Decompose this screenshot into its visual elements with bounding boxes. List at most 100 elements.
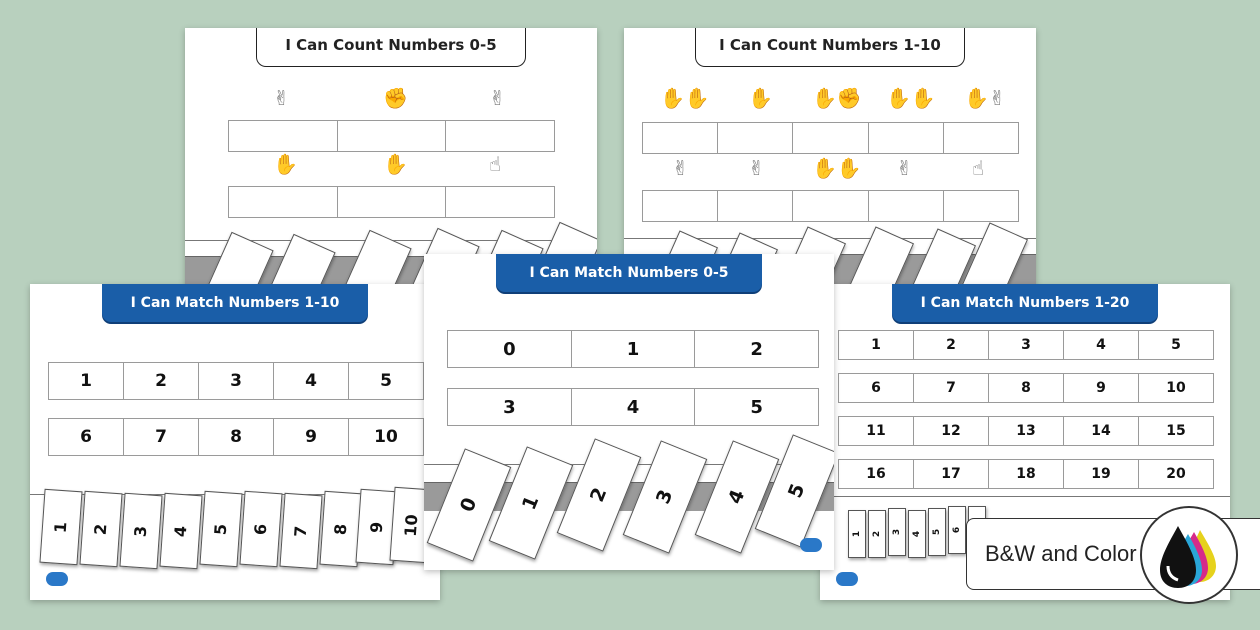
number-cell: 1: [49, 363, 124, 399]
answer-box: [229, 187, 338, 217]
number-cell: 2: [124, 363, 199, 399]
card-number: 0: [456, 494, 482, 516]
hand-icon: ✌: [273, 86, 290, 110]
number-cell: 19: [1064, 460, 1139, 488]
answer-box: [944, 123, 1018, 153]
number-cell: 4: [572, 389, 696, 425]
ink-drops-icon: [1140, 506, 1238, 604]
worksheet-title: I Can Match Numbers 1-10: [102, 284, 368, 322]
worksheet-match-1-10: I Can Match Numbers 1-10 1 2 3 4 5 6 7 8…: [30, 284, 440, 600]
hands-icon: ✋✋: [886, 86, 936, 110]
card-number: 8: [331, 522, 351, 536]
brand-logo: [836, 572, 858, 586]
hand-icon: ✌: [672, 156, 689, 180]
card-number: 9: [367, 520, 387, 534]
number-card: 4: [159, 492, 203, 570]
number-row: 6 7 8 9 10: [838, 373, 1214, 403]
number-card: 6: [948, 506, 966, 554]
number-cell: 2: [914, 331, 989, 359]
answer-row: [228, 120, 555, 152]
number-cell: 6: [839, 374, 914, 402]
number-card: 1: [848, 510, 866, 558]
number-cell: 8: [989, 374, 1064, 402]
number-cell: 5: [750, 396, 763, 418]
number-card: 1: [39, 488, 83, 566]
number-row: 16 17 18 19 20: [838, 459, 1214, 489]
worksheet-title: I Can Count Numbers 1-10: [695, 28, 965, 67]
hand-icon: ✋: [273, 152, 298, 176]
number-cell: 5: [380, 371, 392, 391]
number-cell: 17: [914, 460, 989, 488]
answer-box: [643, 191, 719, 221]
answer-box: [793, 191, 869, 221]
answer-row: [642, 122, 1019, 154]
card-number: 3: [652, 486, 678, 508]
hands-icon: ✋✋: [812, 156, 862, 180]
number-row: 0 1 2: [447, 330, 819, 368]
card-number: 2: [586, 484, 612, 506]
card-number: 5: [211, 522, 231, 536]
number-cell: 7: [124, 419, 199, 455]
card-number: 4: [724, 486, 750, 508]
number-cell: 13: [989, 417, 1064, 445]
answer-box: [338, 121, 447, 151]
number-cell: 10: [1166, 380, 1186, 396]
card-number: 3: [891, 528, 902, 536]
number-cell: 10: [374, 427, 398, 447]
number-cell: 2: [750, 338, 763, 360]
worksheet-title: I Can Match Numbers 1-20: [892, 284, 1158, 322]
answer-box: [869, 191, 944, 221]
card-number: 5: [931, 528, 942, 536]
answer-box: [869, 123, 944, 153]
answer-box: [944, 191, 1018, 221]
number-cell: 5: [1171, 337, 1181, 353]
worksheet-title: I Can Match Numbers 0-5: [496, 254, 762, 292]
number-card: 4: [908, 510, 926, 558]
number-row: 11 12 13 14 15: [838, 416, 1214, 446]
number-card: 7: [279, 492, 323, 570]
hand-icon: ☝: [972, 156, 985, 180]
card-number: 4: [171, 524, 191, 538]
card-number: 7: [291, 524, 311, 538]
fist-icon: ✊: [383, 86, 408, 110]
hands-icon: ✋✋: [660, 86, 710, 110]
number-row: 1 2 3 4 5: [48, 362, 424, 400]
hand-icon: ✌: [896, 156, 913, 180]
number-cell: 1: [839, 331, 914, 359]
answer-box: [718, 123, 794, 153]
card-number: 10: [400, 513, 422, 537]
number-cell: 18: [989, 460, 1064, 488]
number-cell: 7: [914, 374, 989, 402]
number-cell: 8: [199, 419, 274, 455]
answer-box: [446, 121, 554, 151]
number-card: 2: [79, 490, 123, 568]
number-cell: 3: [989, 331, 1064, 359]
number-card: 3: [119, 492, 163, 570]
number-card: 3: [888, 508, 906, 556]
answer-box: [338, 187, 447, 217]
hands-icon: ✋✌: [964, 86, 1006, 110]
card-number: 2: [871, 530, 882, 538]
cutout-strip: [820, 496, 1230, 497]
card-number: 1: [851, 530, 862, 538]
number-row: 6 7 8 9 10: [48, 418, 424, 456]
card-number: 2: [91, 522, 111, 536]
number-card: 2: [868, 510, 886, 558]
number-card: 6: [239, 490, 283, 568]
number-row: 1 2 3 4 5: [838, 330, 1214, 360]
card-number: 6: [251, 522, 271, 536]
number-row: 3 4 5: [447, 388, 819, 426]
number-cell: 14: [1064, 417, 1139, 445]
worksheet-title: I Can Count Numbers 0-5: [256, 28, 526, 67]
answer-box: [229, 121, 338, 151]
number-cell: 9: [274, 419, 349, 455]
answer-box: [718, 191, 794, 221]
format-badge-label: B&W and Color: [985, 541, 1137, 566]
hand-icon: ✋: [748, 86, 773, 110]
hand-icon: ☝: [489, 152, 502, 176]
number-cell: 4: [274, 363, 349, 399]
card-number: 5: [784, 480, 810, 502]
answer-row: [228, 186, 555, 218]
worksheet-match-0-5: I Can Match Numbers 0-5 0 1 2 3 4 5 0 1 …: [424, 254, 834, 570]
worksheet-count-1-10: I Can Count Numbers 1-10 ✋✋ ✋ ✋✊ ✋✋ ✋✌ ✌…: [624, 28, 1036, 290]
